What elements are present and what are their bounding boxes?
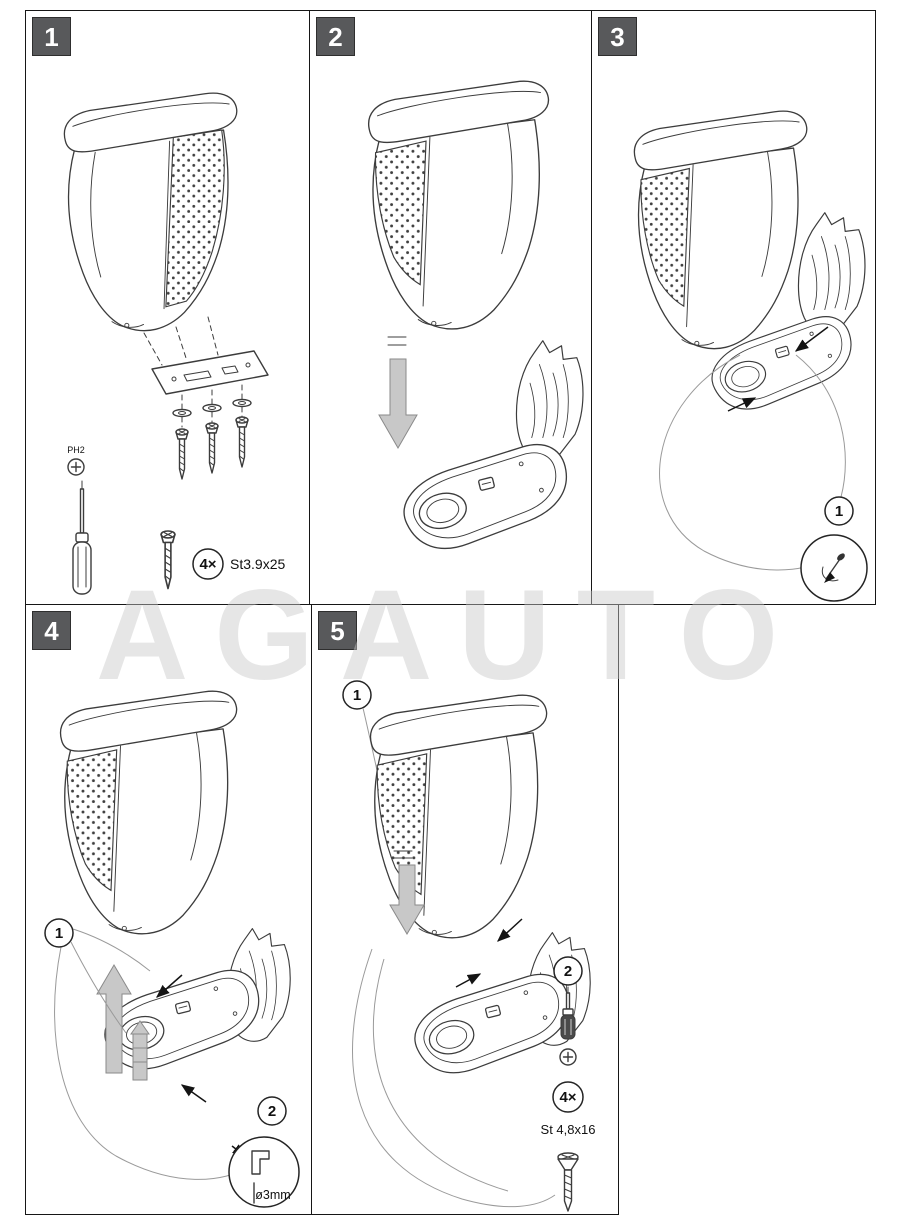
step-1-badge: 1 xyxy=(32,17,71,56)
armrest-drawing xyxy=(369,694,548,939)
down-arrow xyxy=(378,358,418,450)
down-arrow xyxy=(389,864,425,935)
bag-drawing xyxy=(515,340,584,462)
screw-icon xyxy=(235,416,249,468)
slot-marks xyxy=(387,336,407,346)
screwdriver-icon xyxy=(560,986,576,1040)
callout-1-label: 1 xyxy=(835,503,843,520)
attach-arrow xyxy=(455,973,482,988)
quantity-label: 4× xyxy=(199,556,216,573)
step-5-panel: 5 1 2 4× St 4, xyxy=(311,604,619,1215)
bag-drawing xyxy=(797,212,866,334)
drill-detail-circle: ø3mm xyxy=(228,1136,300,1208)
clip-strip-drawing xyxy=(130,1020,150,1081)
armrest-drawing xyxy=(633,110,808,350)
quantity-circle xyxy=(552,1081,584,1113)
step-5-illustration: 1 2 4× St 4,8x16 xyxy=(342,680,596,1212)
step-3-illustration: 1 xyxy=(633,110,868,602)
callout-1-circle xyxy=(342,680,372,710)
attach-arrow xyxy=(180,1084,207,1103)
attach-arrow xyxy=(155,974,183,998)
armrest-drawing xyxy=(367,80,550,330)
exploded-guide-lines xyxy=(181,406,243,428)
step-2-panel: 2 xyxy=(309,10,592,605)
flat-screw-icon xyxy=(557,1152,579,1212)
screw-icon xyxy=(175,428,189,480)
phillips-icon xyxy=(67,458,85,476)
step-4-badge: 4 xyxy=(32,611,71,650)
leader-curve xyxy=(72,928,151,972)
exploded-guide-lines xyxy=(181,384,243,410)
phillips-icon xyxy=(559,1048,577,1066)
callout-2-label: 2 xyxy=(268,1103,276,1120)
step-3-panel: 3 1 xyxy=(591,10,876,605)
leader-curve xyxy=(795,354,846,498)
leader-curve xyxy=(54,946,251,1180)
console-drawing xyxy=(394,437,579,559)
step-2-badge: 2 xyxy=(316,17,355,56)
screwdriver-icon xyxy=(72,480,92,595)
callout-1-label: 1 xyxy=(55,925,63,942)
exploded-guide-lines xyxy=(143,316,219,366)
console-drawing xyxy=(405,967,581,1083)
callout-2-label: 2 xyxy=(564,963,572,980)
clip-detail-circle xyxy=(800,534,868,602)
armrest-drawing xyxy=(63,92,238,332)
mounting-bracket-drawing xyxy=(151,350,269,395)
tool-label: PH2 xyxy=(67,445,85,455)
callout-1-label: 1 xyxy=(353,687,361,704)
callout-2-circle xyxy=(553,956,583,986)
step-5-badge: 5 xyxy=(318,611,357,650)
leader-curve xyxy=(70,941,127,1034)
screw-spec-label: St3.9x25 xyxy=(230,556,285,572)
callout-2-circle xyxy=(257,1096,287,1126)
quantity-label: 4× xyxy=(559,1089,576,1106)
quantity-circle xyxy=(192,548,224,580)
step-1-illustration: PH2 4× St3.9x25 xyxy=(63,92,285,595)
step-1-panel: 1 PH2 xyxy=(25,10,310,605)
up-arrow xyxy=(96,964,132,1074)
step-4-panel: 4 1 2 ø3mm xyxy=(25,604,312,1215)
callout-1-circle xyxy=(44,918,74,948)
callout-1-circle xyxy=(824,496,854,526)
slot-marks xyxy=(393,850,413,859)
step-4-illustration: 1 2 ø3mm xyxy=(44,690,300,1208)
armrest-drawing xyxy=(59,690,238,935)
leader-curve xyxy=(659,354,826,571)
drill-size-label: ø3mm xyxy=(255,1188,290,1202)
leader-curve xyxy=(352,948,556,1208)
screw-spec-label: St 4,8x16 xyxy=(541,1122,596,1137)
attach-arrow xyxy=(497,918,523,942)
screw-icon xyxy=(205,422,219,474)
leader-curve xyxy=(372,958,509,1192)
step-3-badge: 3 xyxy=(598,17,637,56)
step-2-illustration xyxy=(367,80,584,559)
screw-icon xyxy=(160,530,176,590)
attach-arrow xyxy=(727,397,757,412)
attach-arrow xyxy=(794,326,829,352)
